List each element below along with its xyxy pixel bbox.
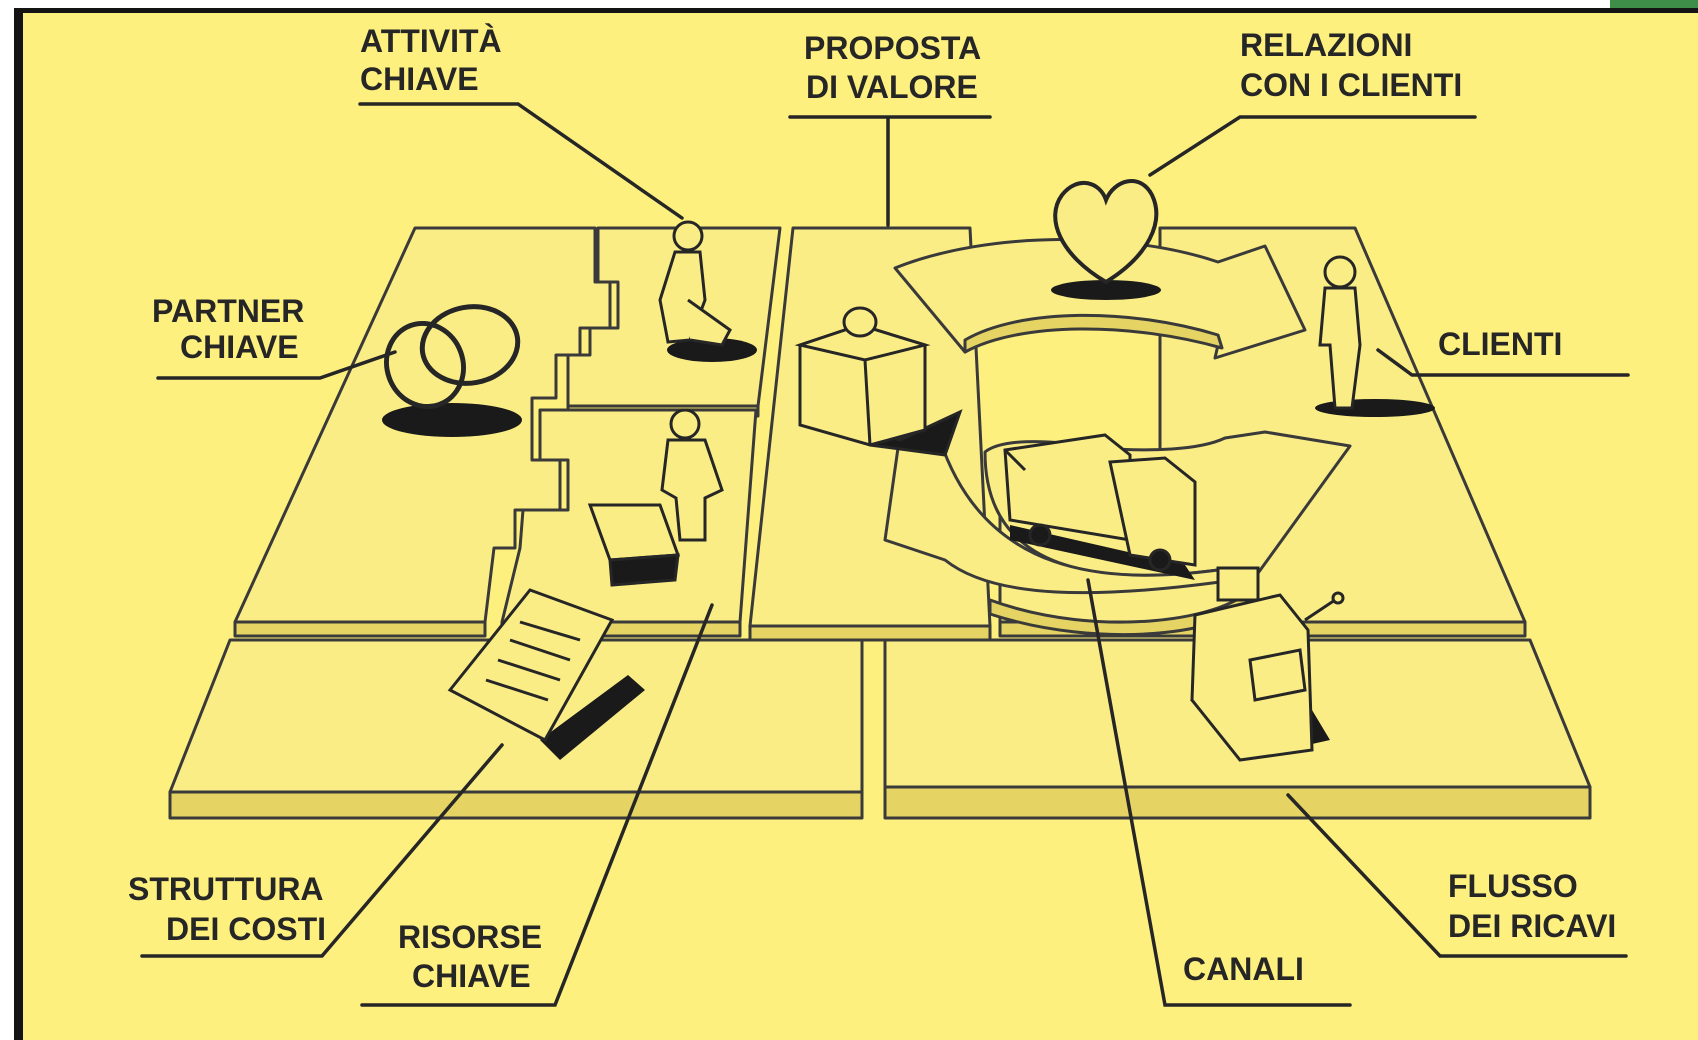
leader-proposta-di-valore xyxy=(788,115,992,227)
label-line: CHIAVE xyxy=(360,61,479,97)
label-line: CON I CLIENTI xyxy=(1240,67,1462,103)
leader-risorse-chiave xyxy=(360,603,714,1007)
corner-tab xyxy=(1610,0,1698,9)
label-struttura-dei-costi: STRUTTURA DEI COSTI xyxy=(128,871,326,947)
label-line: CLIENTI xyxy=(1438,326,1562,362)
label-attivita-chiave: ATTIVITÀ CHIAVE xyxy=(360,23,502,97)
label-line: DEI COSTI xyxy=(166,911,326,947)
label-canali: CANALI xyxy=(1183,951,1304,987)
leader-canali xyxy=(1086,578,1352,1007)
document-icon xyxy=(447,588,645,760)
label-line: CANALI xyxy=(1183,951,1304,987)
label-line: DI VALORE xyxy=(806,69,978,105)
label-line: CHIAVE xyxy=(180,329,299,365)
label-line: DEI RICAVI xyxy=(1448,908,1616,944)
rings-icon xyxy=(382,304,522,437)
leader-attivita-chiave xyxy=(358,102,684,220)
label-line: CHIAVE xyxy=(412,958,531,994)
cash-register-icon xyxy=(1190,566,1345,762)
leader-relazioni-con-i-clienti xyxy=(1148,115,1477,177)
person-icon xyxy=(587,408,724,587)
heart-icon xyxy=(1051,179,1161,300)
label-line: RELAZIONI xyxy=(1240,27,1412,63)
label-clienti: CLIENTI xyxy=(1438,326,1562,362)
label-line: ATTIVITÀ xyxy=(360,23,502,59)
leader-partner-chiave xyxy=(156,350,397,380)
truck-icon xyxy=(1003,433,1197,580)
label-line: STRUTTURA xyxy=(128,871,324,907)
leader-struttura-dei-costi xyxy=(140,743,504,958)
leader-clienti xyxy=(1376,348,1630,377)
leader-flusso-dei-ricavi xyxy=(1286,793,1628,958)
worker-icon xyxy=(658,220,757,362)
label-line: PARTNER xyxy=(152,293,304,329)
label-flusso-dei-ricavi: FLUSSO DEI RICAVI xyxy=(1448,868,1616,944)
label-proposta-di-valore: PROPOSTA DI VALORE xyxy=(804,30,981,105)
gift-icon xyxy=(794,306,963,457)
customer-icon xyxy=(1315,255,1435,417)
label-line: FLUSSO xyxy=(1448,868,1578,904)
label-partner-chiave: PARTNER CHIAVE xyxy=(152,293,304,365)
label-line: PROPOSTA xyxy=(804,30,981,66)
label-relazioni-con-i-clienti: RELAZIONI CON I CLIENTI xyxy=(1240,27,1462,103)
label-line: RISORSE xyxy=(398,919,542,955)
label-risorse-chiave: RISORSE CHIAVE xyxy=(398,919,542,994)
